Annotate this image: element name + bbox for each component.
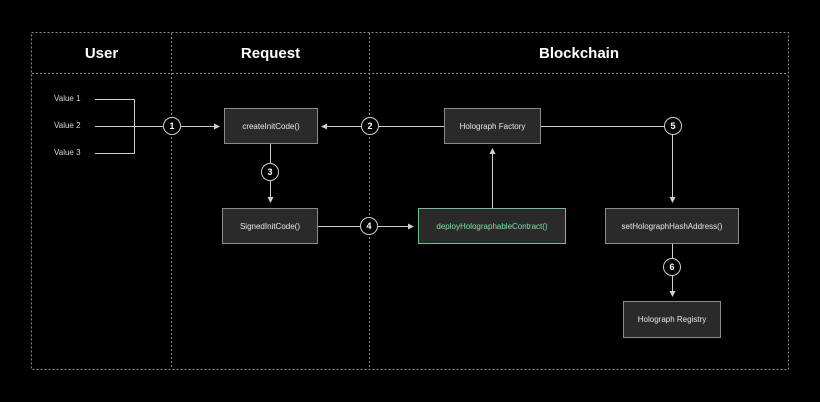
step-marker-4: 4 — [360, 217, 378, 235]
step-marker-2: 2 — [361, 117, 379, 135]
node-deploy-holographable-contract: deployHolographableContract() — [418, 208, 566, 244]
arrow-factory-to-sethash — [541, 126, 676, 203]
lane-title-request: Request — [240, 45, 301, 62]
step-marker-6: 6 — [663, 258, 681, 276]
step-marker-5: 5 — [664, 117, 682, 135]
node-holograph-factory: Holograph Factory — [444, 108, 541, 144]
diagram-frame — [31, 32, 789, 370]
node-signed-init-code: SignedInitCode() — [222, 208, 318, 244]
lane-title-user: User — [84, 45, 119, 62]
value-label-1: Value 1 — [54, 94, 81, 103]
value-label-2: Value 2 — [54, 121, 81, 130]
step-marker-3: 3 — [261, 163, 279, 181]
value-label-3: Value 3 — [54, 148, 81, 157]
node-holograph-registry: Holograph Registry — [623, 301, 721, 338]
step-marker-1: 1 — [163, 117, 181, 135]
node-set-holograph-hash-address: setHolographHashAddress() — [605, 208, 739, 244]
lane-title-blockchain: Blockchain — [538, 45, 620, 62]
node-create-init-code: createInitCode() — [224, 108, 318, 144]
value-bracket — [95, 99, 163, 154]
